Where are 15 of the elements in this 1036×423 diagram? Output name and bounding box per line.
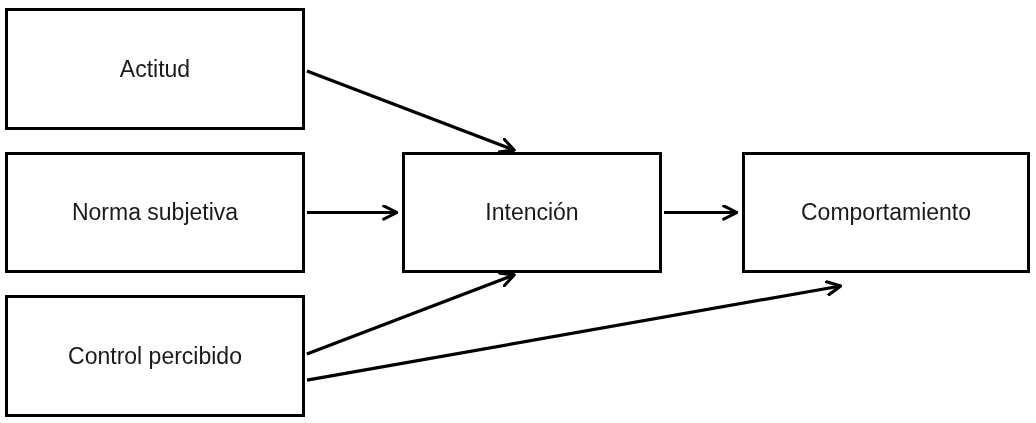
- process-box: [5, 8, 305, 130]
- process-box: [5, 152, 305, 273]
- arrow: [306, 271, 516, 356]
- process-box: [402, 152, 662, 273]
- box-label: Comportamiento: [801, 198, 971, 227]
- process-box: [5, 295, 305, 417]
- box-label: Norma subjetiva: [71, 198, 239, 227]
- arrow: [306, 280, 843, 382]
- box-label: Actitud: [119, 54, 191, 84]
- box-label: Intención: [485, 198, 579, 227]
- process-box: [742, 152, 1030, 273]
- box-label: Control percibido: [68, 341, 242, 371]
- arrow: [307, 204, 399, 221]
- arrow: [664, 204, 739, 221]
- arrow: [306, 69, 516, 154]
